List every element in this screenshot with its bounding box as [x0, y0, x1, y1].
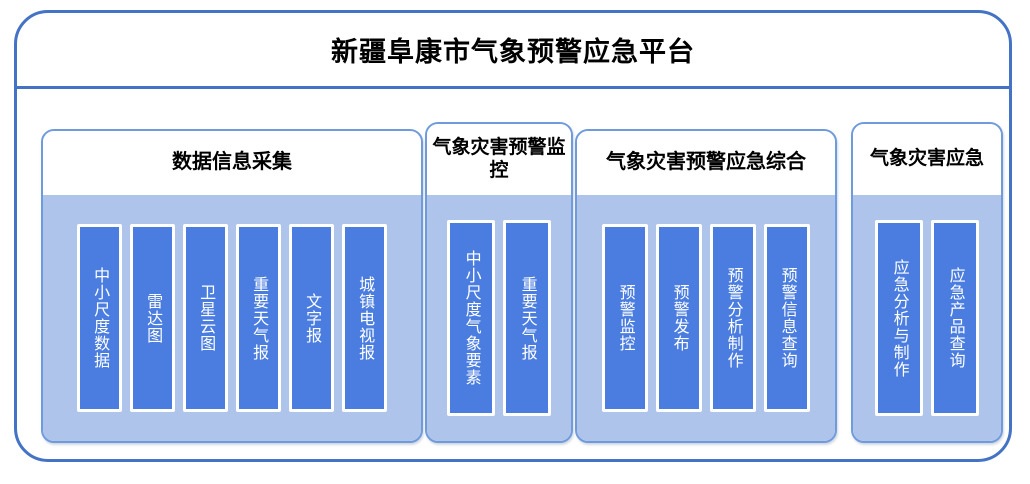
- group-body: 预警监控 预警发布 预警分析制作 预警信息查询: [577, 195, 835, 441]
- group-panel-warning-monitoring[interactable]: 气象灾害预警监控 中小尺度气象要素 重要天气报: [425, 122, 573, 443]
- page-title: 新疆阜康市气象预警应急平台: [331, 37, 695, 67]
- group-header: 气象灾害预警应急综合: [577, 131, 835, 195]
- platform-title-bar: 新疆阜康市气象预警应急平台: [17, 13, 1009, 89]
- module-item[interactable]: 城镇电视报: [342, 224, 387, 412]
- module-item-label: 预警分析制作: [724, 267, 742, 369]
- module-item-label: 预警监控: [616, 284, 634, 352]
- module-item-label: 中小尺度数据: [91, 267, 109, 369]
- module-item-label: 文字报: [303, 292, 321, 344]
- groups-row: 数据信息采集 中小尺度数据 雷达图 卫星云图 重要天气报 文字报: [17, 89, 1009, 459]
- group-panel-disaster-emergency[interactable]: 气象灾害应急 应急分析与制作 应急产品查询: [851, 122, 1003, 443]
- group-title: 数据信息采集: [172, 151, 292, 174]
- module-item-label: 重要天气报: [518, 275, 536, 361]
- module-item[interactable]: 雷达图: [130, 224, 175, 412]
- module-item[interactable]: 预警发布: [656, 224, 702, 412]
- group-title: 气象灾害预警应急综合: [606, 151, 806, 174]
- module-item-label: 应急产品查询: [946, 267, 964, 369]
- module-item[interactable]: 中小尺度数据: [77, 224, 122, 412]
- module-item-label: 应急分析与制作: [890, 258, 908, 378]
- group-panel-data-collection[interactable]: 数据信息采集 中小尺度数据 雷达图 卫星云图 重要天气报 文字报: [41, 129, 423, 443]
- module-item[interactable]: 重要天气报: [236, 224, 281, 412]
- module-item[interactable]: 卫星云图: [183, 224, 228, 412]
- module-item-label: 雷达图: [144, 292, 162, 344]
- module-item[interactable]: 预警监控: [602, 224, 648, 412]
- group-title: 气象灾害预警监控: [432, 137, 566, 181]
- module-item-label: 预警发布: [670, 284, 688, 352]
- module-item-label: 中小尺度气象要素: [462, 250, 480, 386]
- group-header: 数据信息采集: [43, 131, 421, 195]
- group-header: 气象灾害预警监控: [427, 124, 571, 195]
- module-item-label: 重要天气报: [250, 275, 268, 361]
- module-item-label: 预警信息查询: [778, 267, 796, 369]
- platform-frame: 新疆阜康市气象预警应急平台 数据信息采集 中小尺度数据 雷达图 卫星云图 重要天…: [14, 10, 1012, 462]
- group-panel-warning-emergency-integrated[interactable]: 气象灾害预警应急综合 预警监控 预警发布 预警分析制作 预警信息查询: [575, 129, 837, 443]
- module-item[interactable]: 中小尺度气象要素: [447, 220, 495, 416]
- module-item-label: 城镇电视报: [356, 275, 374, 361]
- module-item-label: 卫星云图: [197, 284, 215, 352]
- module-item[interactable]: 重要天气报: [503, 220, 551, 416]
- group-body: 应急分析与制作 应急产品查询: [853, 195, 1001, 441]
- module-item[interactable]: 文字报: [289, 224, 334, 412]
- group-body: 中小尺度气象要素 重要天气报: [427, 195, 571, 441]
- module-item[interactable]: 预警信息查询: [764, 224, 810, 412]
- module-item[interactable]: 应急产品查询: [931, 220, 979, 416]
- group-body: 中小尺度数据 雷达图 卫星云图 重要天气报 文字报 城镇电视报: [43, 195, 421, 441]
- group-header: 气象灾害应急: [853, 124, 1001, 195]
- group-title: 气象灾害应急: [869, 148, 984, 170]
- module-item[interactable]: 预警分析制作: [710, 224, 756, 412]
- module-item[interactable]: 应急分析与制作: [875, 220, 923, 416]
